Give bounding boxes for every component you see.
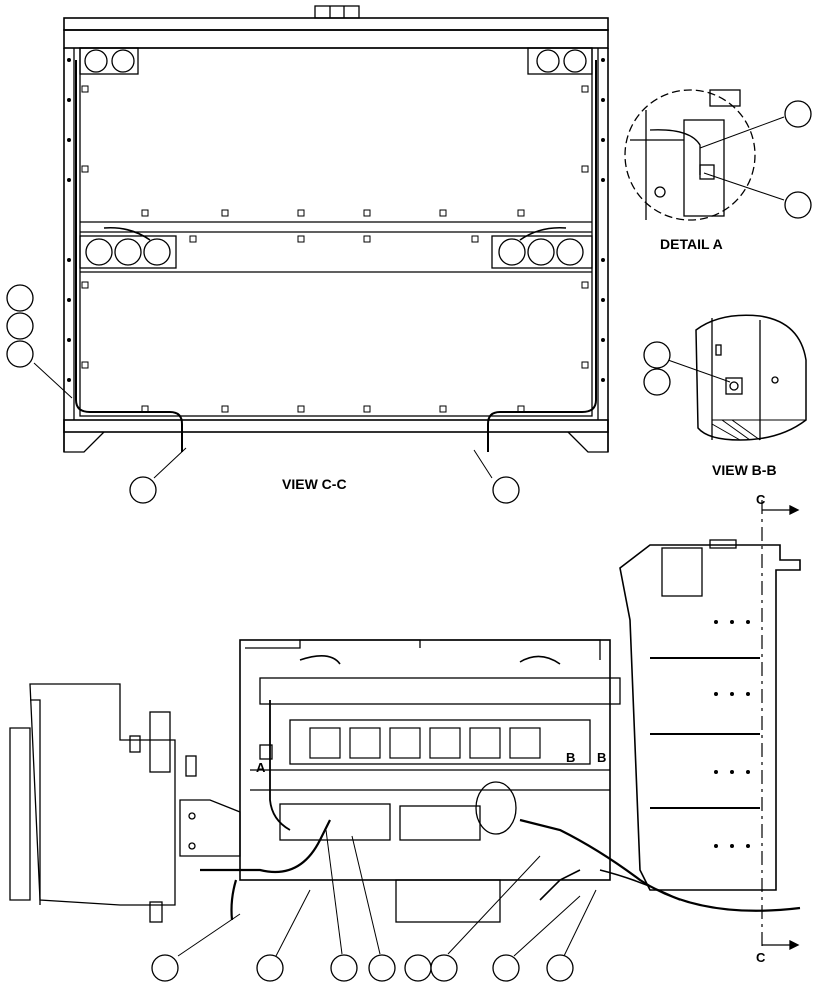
detail-a-drawing <box>624 89 756 221</box>
callout-balloon <box>784 100 812 128</box>
view-bb-drawing <box>695 314 807 441</box>
view-b-marker-1: B <box>566 750 576 765</box>
callout-balloon <box>643 368 671 396</box>
callout-balloon <box>643 341 671 369</box>
view-bb-label: VIEW B-B <box>712 462 777 478</box>
section-cut-c-top: C <box>756 492 766 507</box>
callout-balloon <box>404 954 432 982</box>
callout-balloon <box>6 340 34 368</box>
callout-balloon <box>784 191 812 219</box>
callout-balloon <box>546 954 574 982</box>
callout-balloon <box>492 476 520 504</box>
callout-balloon <box>151 954 179 982</box>
detail-a-label: DETAIL A <box>660 236 723 252</box>
callout-balloon <box>492 954 520 982</box>
detail-a-marker: A <box>256 760 266 775</box>
callout-balloon <box>330 954 358 982</box>
callout-balloon <box>368 954 396 982</box>
view-cc-label: VIEW C-C <box>282 476 347 492</box>
leader-lines <box>33 116 785 957</box>
callout-balloon <box>430 954 458 982</box>
view-cc-drawing <box>63 5 609 453</box>
view-b-marker-2: B <box>597 750 607 765</box>
callout-balloon <box>6 284 34 312</box>
callout-balloon <box>129 476 157 504</box>
callout-balloon <box>256 954 284 982</box>
callout-balloons <box>6 100 812 982</box>
callout-balloon <box>6 312 34 340</box>
section-cut-c-bottom: C <box>756 950 766 965</box>
engine-side-view <box>9 500 801 951</box>
